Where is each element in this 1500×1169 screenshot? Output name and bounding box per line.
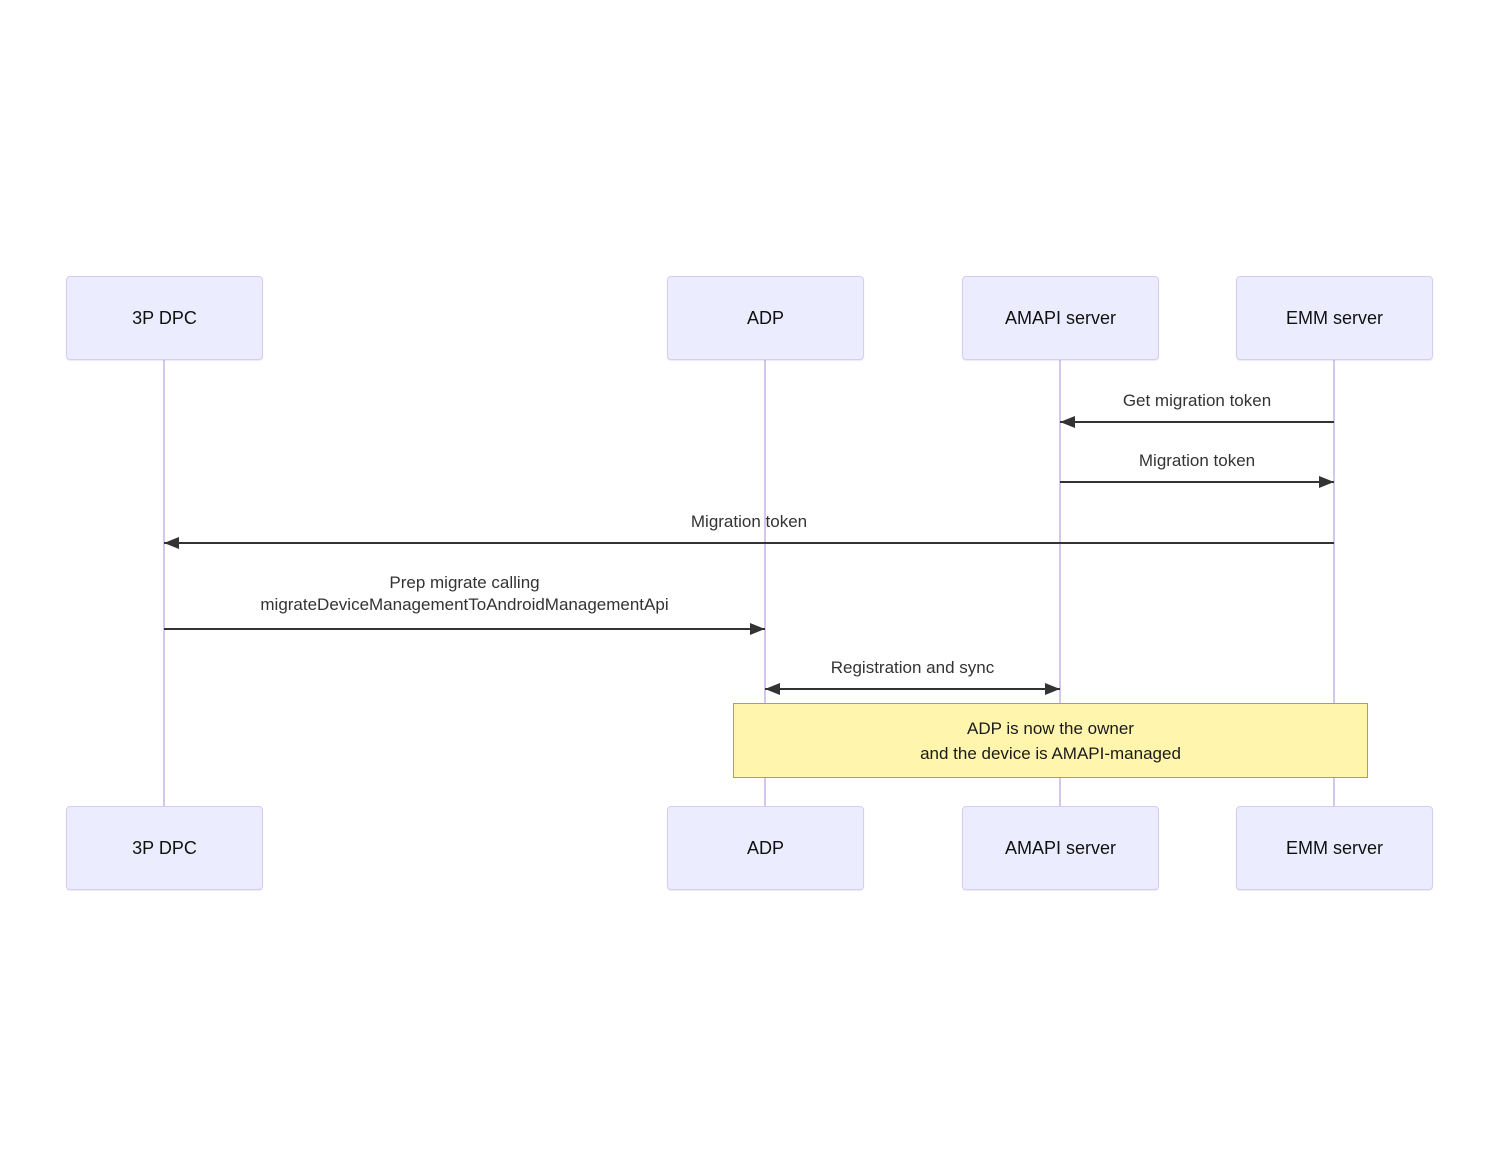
arrow-right-icon	[1060, 476, 1334, 488]
note-adp-owner: ADP is now the owner and the device is A…	[733, 703, 1368, 778]
arrow-left-icon	[164, 537, 1334, 549]
actor-label: 3P DPC	[132, 837, 197, 858]
actor-amapi-server-top: AMAPI server	[962, 276, 1159, 360]
actor-adp-bottom: ADP	[667, 806, 864, 890]
message-label-line2: migrateDeviceManagementToAndroidManageme…	[260, 595, 669, 614]
message-label: Migration token	[1138, 451, 1256, 470]
actor-emm-server-bottom: EMM server	[1236, 806, 1433, 890]
actor-adp-top: ADP	[667, 276, 864, 360]
lifeline-amapi-server	[1059, 360, 1061, 806]
arrow-left-icon	[1060, 416, 1334, 428]
message-prep-migrate: Prep migrate calling migrateDeviceManage…	[164, 572, 765, 635]
actor-label: EMM server	[1285, 307, 1383, 328]
actor-label: AMAPI server	[1004, 307, 1117, 328]
lifeline-adp	[764, 360, 766, 806]
message-get-migration-token: Get migration token	[1060, 390, 1334, 428]
note-line-2: and the device is AMAPI-managed	[920, 743, 1181, 763]
actor-label: ADP	[746, 837, 784, 858]
message-label: Get migration token	[1122, 391, 1272, 410]
lifeline-emm-server	[1333, 360, 1335, 806]
actor-label: ADP	[746, 307, 784, 328]
actor-3p-dpc-bottom: 3P DPC	[66, 806, 263, 890]
actor-label: EMM server	[1285, 837, 1383, 858]
message-label: Registration and sync	[830, 658, 995, 677]
actor-emm-server-top: EMM server	[1236, 276, 1433, 360]
actor-amapi-server-bottom: AMAPI server	[962, 806, 1159, 890]
actor-label: 3P DPC	[132, 307, 197, 328]
actor-label: AMAPI server	[1004, 837, 1117, 858]
actor-3p-dpc-top: 3P DPC	[66, 276, 263, 360]
message-label: Migration token	[690, 512, 808, 531]
message-label: Prep migrate calling	[389, 573, 540, 592]
lifeline-3p-dpc	[163, 360, 165, 806]
arrow-both-icon	[765, 683, 1060, 695]
message-migration-token-to-3p-dpc: Migration token	[164, 511, 1334, 549]
arrow-right-icon	[164, 623, 765, 635]
message-migration-token-to-emm: Migration token	[1060, 450, 1334, 488]
message-registration-and-sync: Registration and sync	[765, 657, 1060, 695]
note-line-1: ADP is now the owner	[967, 718, 1134, 738]
